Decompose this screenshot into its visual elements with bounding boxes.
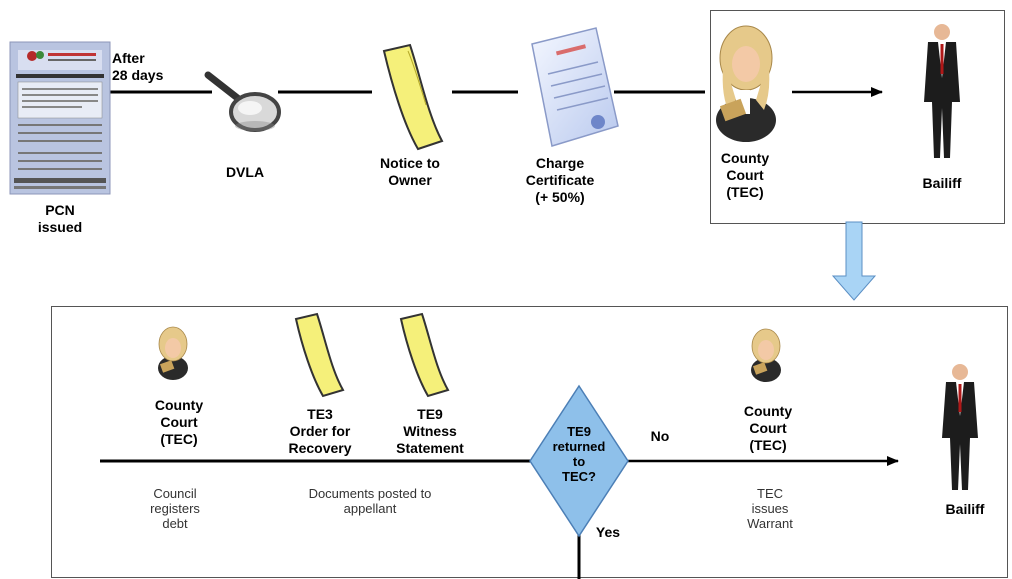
te9-label: TE9 Witness Statement xyxy=(396,406,464,456)
yes-label: Yes xyxy=(595,524,621,540)
bailiff-label: Bailiff xyxy=(922,175,962,191)
pcn-label: PCN issued xyxy=(37,202,83,235)
county-court-label-right: County Court (TEC) xyxy=(743,403,793,453)
te3-paper-icon xyxy=(294,312,345,398)
down-arrow xyxy=(831,221,877,301)
judge-small-icon xyxy=(158,326,188,380)
judge-icon xyxy=(716,25,776,142)
decision-diamond xyxy=(529,384,629,538)
bailiff-figure-icon-2 xyxy=(942,364,978,490)
notice-paper-icon xyxy=(382,43,444,151)
tec-issues-warrant-text: TEC issues Warrant xyxy=(747,486,793,531)
no-label: No xyxy=(650,428,670,444)
after-28-days-label: After 28 days xyxy=(112,50,164,83)
bailiff-label-bottom: Bailiff xyxy=(945,501,985,517)
county-court-label: County Court (TEC) xyxy=(720,150,770,200)
county-court-label-left: County Court (TEC) xyxy=(154,397,204,447)
decision-label: TE9 returned to TEC? xyxy=(552,424,606,484)
charge-certificate-label: Charge Certificate (+ 50%) xyxy=(525,155,595,205)
council-registers-debt-text: Council registers debt xyxy=(150,486,200,531)
notice-to-owner-label: Notice to Owner xyxy=(380,155,440,188)
bailiff-figure-icon xyxy=(924,24,960,158)
documents-posted-text: Documents posted to appellant xyxy=(308,486,432,516)
judge-small-icon-2 xyxy=(751,328,781,382)
dvla-label: DVLA xyxy=(225,164,265,180)
pcn-document-icon xyxy=(9,41,111,195)
detail-process-box xyxy=(51,306,1008,578)
te3-label: TE3 Order for Recovery xyxy=(288,406,352,456)
charge-certificate-icon xyxy=(531,27,619,147)
te9-paper-icon xyxy=(399,312,450,398)
magnifier-icon xyxy=(204,71,281,132)
